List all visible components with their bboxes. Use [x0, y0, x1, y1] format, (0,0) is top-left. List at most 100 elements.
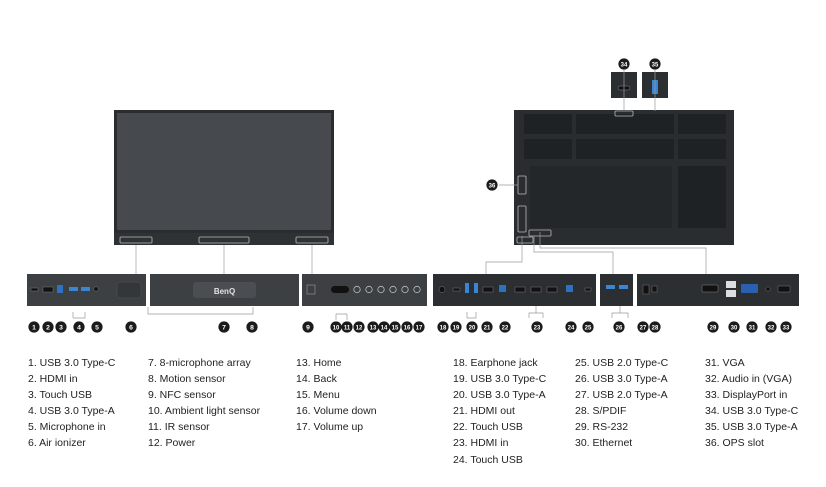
callout-number: 32 — [768, 325, 775, 331]
volume-up-button-icon — [413, 285, 421, 294]
callout-number: 11 — [344, 325, 351, 331]
hdmi-in-port-icon — [530, 286, 542, 293]
callout-number: 7 — [222, 324, 226, 331]
legend-item: 26. USB 3.0 Type-A — [575, 373, 668, 386]
callout-marker-9: 9 — [302, 321, 314, 333]
callout-marker-14: 14 — [378, 321, 390, 333]
legend-item: 29. RS-232 — [575, 421, 629, 434]
callout-number: 31 — [749, 325, 756, 331]
callout-number: 15 — [392, 325, 399, 331]
callout-number: 35 — [652, 62, 659, 68]
callout-marker-33: 33 — [780, 321, 792, 333]
air-ionizer-grill-icon — [116, 281, 142, 299]
callout-number: 9 — [306, 324, 310, 331]
legend-item: 14. Back — [296, 373, 337, 386]
callout-circle — [486, 179, 498, 191]
usb-a-port-icon — [606, 285, 615, 289]
legend-item: 24. Touch USB — [453, 453, 523, 466]
callout-marker-12: 12 — [353, 321, 365, 333]
legend-item: 30. Ethernet — [575, 437, 633, 450]
callout-marker-28: 28 — [649, 321, 661, 333]
callout-number: 3 — [59, 324, 63, 331]
legend-item: 21. HDMI out — [453, 405, 515, 418]
usb-a-port-icon — [69, 287, 78, 291]
back-vent — [678, 114, 726, 134]
legend-item: 36. OPS slot — [705, 437, 764, 450]
callout-circle — [42, 321, 54, 333]
callout-number: 10 — [333, 325, 340, 331]
callout-marker-2: 2 — [42, 321, 54, 333]
callout-number: 20 — [469, 325, 476, 331]
callout-marker-32: 32 — [765, 321, 777, 333]
callout-number: 8 — [250, 324, 254, 331]
callout-number: 29 — [710, 325, 717, 331]
callout-number: 4 — [77, 324, 81, 331]
callout-marker-19: 19 — [450, 321, 462, 333]
callout-number: 17 — [416, 325, 423, 331]
callout-circle — [707, 321, 719, 333]
callout-number: 1 — [32, 324, 36, 331]
front-bottom-bar — [114, 233, 334, 245]
legend-item: 15. Menu — [296, 389, 340, 402]
callout-circle — [353, 321, 365, 333]
legend-item: 13. Home — [296, 357, 342, 369]
callout-number: 27 — [640, 325, 647, 331]
callout-number: 33 — [783, 325, 790, 331]
callout-circle — [637, 321, 649, 333]
callout-circle — [437, 321, 449, 333]
callout-marker-34: 34 — [618, 58, 630, 70]
back-vent — [576, 114, 674, 134]
callout-marker-29: 29 — [707, 321, 719, 333]
legend-item: 3. Touch USB — [28, 389, 93, 402]
callout-circle — [565, 321, 577, 333]
callout-circle — [499, 321, 511, 333]
touch-usb-port-icon — [57, 285, 63, 293]
hdmi-in-port-icon — [514, 286, 526, 293]
sensor-window-icon — [331, 286, 349, 293]
callout-circle — [28, 321, 40, 333]
usb-a-port-icon — [465, 283, 469, 293]
legend-item: 9. NFC sensor — [148, 389, 216, 402]
callout-number: 13 — [370, 325, 377, 331]
callout-number: 34 — [621, 62, 628, 68]
callout-number: 21 — [484, 325, 491, 331]
callout-marker-7: 7 — [218, 321, 230, 333]
back-vent — [576, 139, 674, 159]
legend-item: 10. Ambient light sensor — [148, 405, 261, 418]
top-port-marker — [614, 110, 634, 117]
right-button-panel — [302, 274, 427, 306]
hdmi-in-port-icon — [546, 286, 558, 293]
back-vent — [524, 139, 572, 159]
legend-item: 34. USB 3.0 Type-C — [705, 405, 799, 418]
front-port-group-right — [295, 236, 329, 244]
legend-item: 20. USB 3.0 Type-A — [453, 389, 546, 402]
back-panel-strip — [433, 274, 799, 306]
back-vent — [678, 139, 726, 159]
callout-circle — [330, 321, 342, 333]
callout-number: 30 — [731, 325, 738, 331]
legend-item: 5. Microphone in — [28, 421, 106, 434]
callout-number: 6 — [129, 324, 133, 331]
callout-circle — [73, 321, 85, 333]
callout-circle — [389, 321, 401, 333]
ethernet-port-icon — [726, 281, 736, 288]
menu-button-icon — [389, 285, 397, 294]
callout-number: 22 — [502, 325, 509, 331]
leader-lines — [72, 70, 707, 320]
callout-marker-22: 22 — [499, 321, 511, 333]
power-button-icon — [353, 285, 361, 294]
callout-marker-6: 6 — [125, 321, 137, 333]
callout-number: 24 — [568, 325, 575, 331]
callout-marker-15: 15 — [389, 321, 401, 333]
legend-item: 27. USB 2.0 Type-A — [575, 389, 668, 402]
earphone-jack-icon — [438, 286, 446, 293]
front-port-group-center — [198, 236, 250, 244]
callout-number: 12 — [356, 325, 363, 331]
legend-item: 12. Power — [148, 437, 196, 450]
